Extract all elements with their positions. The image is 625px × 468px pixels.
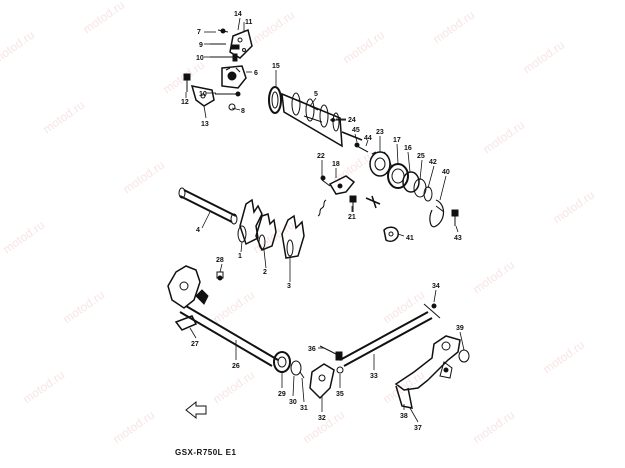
shift-forks bbox=[237, 198, 305, 259]
gearshift-shaft bbox=[167, 265, 279, 367]
callout-21: 21 bbox=[348, 214, 356, 221]
callout-12: 12 bbox=[181, 99, 189, 106]
callout-31: 31 bbox=[300, 405, 308, 412]
callout-37: 37 bbox=[414, 425, 422, 432]
callout-23: 23 bbox=[376, 129, 384, 136]
callout-28: 28 bbox=[216, 257, 224, 264]
callout-39: 39 bbox=[456, 325, 464, 332]
callout-40: 40 bbox=[442, 169, 450, 176]
callout-41: 41 bbox=[406, 235, 414, 242]
shift-cam-drum bbox=[268, 86, 363, 148]
callout-33: 33 bbox=[370, 373, 378, 380]
callout-38: 38 bbox=[400, 413, 408, 420]
callout-18: 18 bbox=[332, 161, 340, 168]
callout-labels: 14 11 7 9 10 6 10 8 12 13 15 5 24 45 44 … bbox=[181, 11, 464, 432]
callout-16: 16 bbox=[404, 145, 412, 152]
callout-34: 34 bbox=[432, 283, 440, 290]
callout-44: 44 bbox=[364, 135, 372, 142]
gearshift-lever bbox=[394, 335, 470, 409]
callout-17: 17 bbox=[393, 137, 401, 144]
detent-plate-assembly bbox=[210, 28, 253, 62]
callout-29: 29 bbox=[278, 391, 286, 398]
shift-pawl-assembly bbox=[317, 175, 459, 243]
callout-1: 1 bbox=[238, 253, 242, 260]
callout-7: 7 bbox=[197, 29, 201, 36]
callout-6: 6 bbox=[254, 70, 258, 77]
callout-11: 11 bbox=[245, 19, 253, 26]
leader-lines bbox=[185, 17, 465, 423]
callout-26: 26 bbox=[232, 363, 240, 370]
model-code-label: GSX-R750L E1 bbox=[175, 448, 237, 457]
callout-5: 5 bbox=[314, 91, 318, 98]
callout-8: 8 bbox=[241, 108, 245, 115]
callout-4: 4 bbox=[196, 227, 200, 234]
callout-15: 15 bbox=[272, 63, 280, 70]
callout-35: 35 bbox=[336, 391, 344, 398]
cam-stopper-assembly bbox=[183, 65, 247, 111]
callout-45: 45 bbox=[352, 127, 360, 134]
shift-rod bbox=[339, 303, 441, 367]
callout-3: 3 bbox=[287, 283, 291, 290]
callout-14: 14 bbox=[234, 11, 242, 18]
callout-13: 13 bbox=[201, 121, 209, 128]
callout-30: 30 bbox=[289, 399, 297, 406]
callout-36: 36 bbox=[308, 346, 316, 353]
front-arrow-icon bbox=[185, 400, 207, 420]
callout-2: 2 bbox=[263, 269, 267, 276]
callout-42: 42 bbox=[429, 159, 437, 166]
callout-9: 9 bbox=[199, 42, 203, 49]
callout-43: 43 bbox=[454, 235, 462, 242]
callout-10: 10 bbox=[199, 91, 207, 98]
callout-27: 27 bbox=[191, 341, 199, 348]
callout-25: 25 bbox=[417, 153, 425, 160]
callout-22: 22 bbox=[317, 153, 325, 160]
cam-drum-gear-stack bbox=[354, 142, 445, 228]
callout-32: 32 bbox=[318, 415, 326, 422]
callout-24: 24 bbox=[348, 117, 356, 124]
fork-shaft bbox=[178, 187, 238, 225]
callout-10: 10 bbox=[196, 55, 204, 62]
seal-washer-set bbox=[273, 351, 305, 379]
